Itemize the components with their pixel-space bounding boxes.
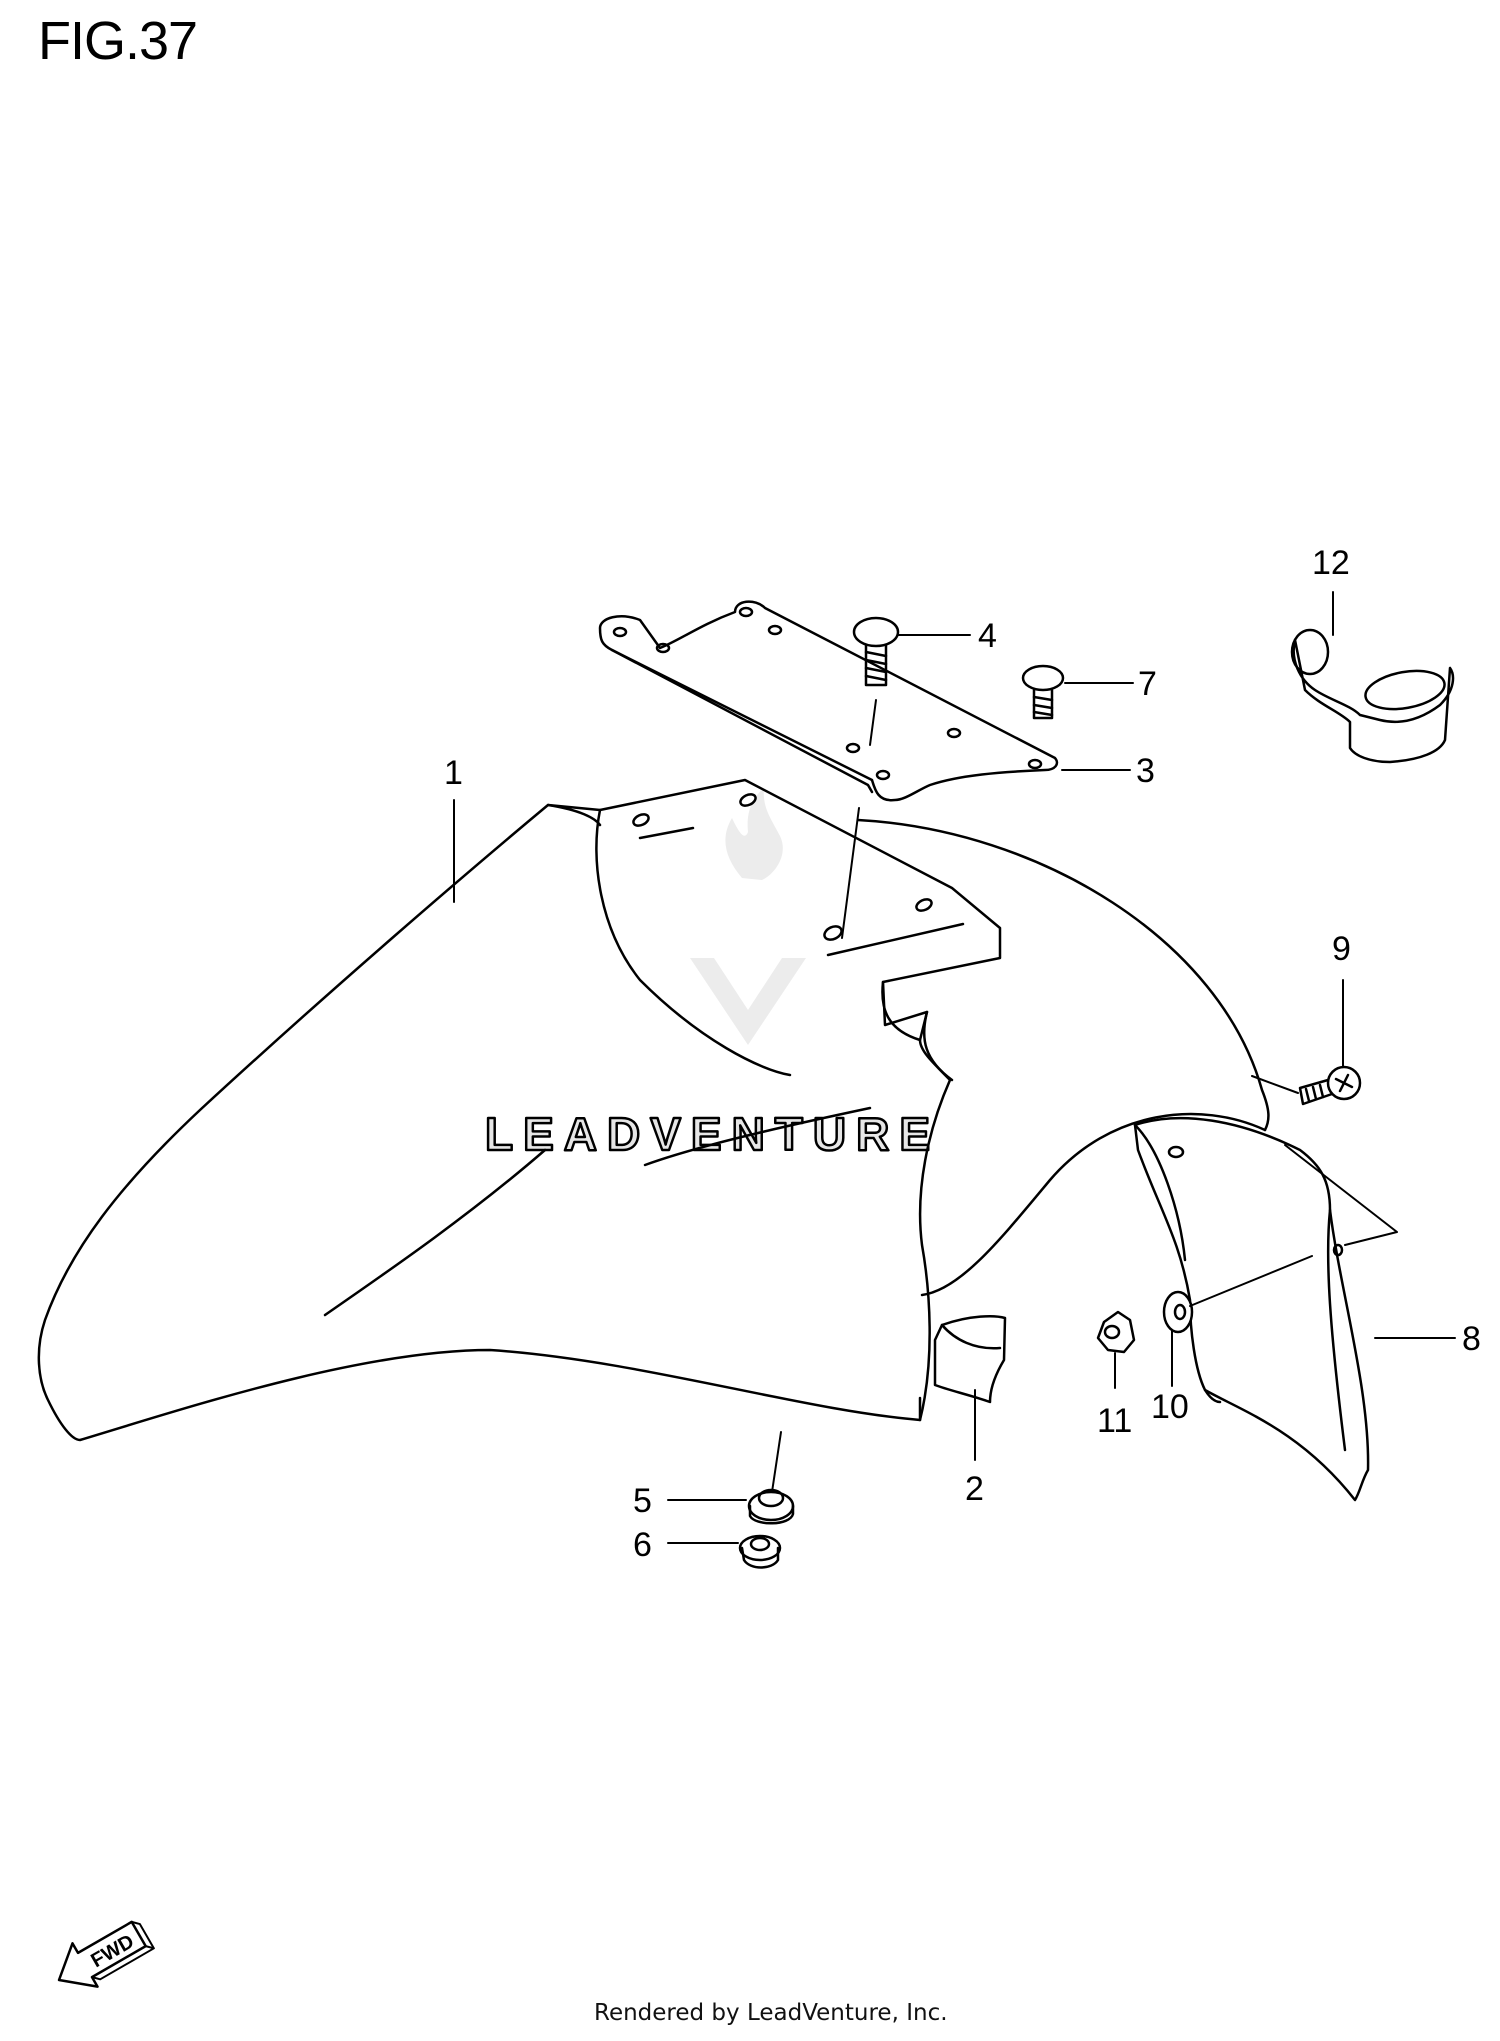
callout-5: 5 <box>633 1482 652 1520</box>
watermark-text: LEADVENTURE <box>485 1108 940 1160</box>
part-1-front-fender <box>37 778 1270 1442</box>
callout-1: 1 <box>444 754 463 792</box>
part-2-clip <box>933 1315 1007 1404</box>
part-7-screw <box>1021 664 1065 720</box>
callout-7: 7 <box>1138 665 1157 703</box>
leader-lines <box>453 591 1456 1544</box>
leader-3-axis <box>841 807 860 939</box>
leader-8-arrow <box>1284 1144 1398 1246</box>
watermark-flame-icon <box>725 788 783 880</box>
callout-2: 2 <box>965 1470 984 1508</box>
part-9-screw <box>1298 1065 1362 1106</box>
part-6-nut <box>738 1534 782 1569</box>
part-3-bracket-plate <box>598 600 1059 802</box>
callout-10: 10 <box>1151 1388 1189 1426</box>
watermark-v-icon <box>690 958 806 1045</box>
callout-4: 4 <box>978 617 997 655</box>
leader-9-axis <box>1251 1075 1299 1094</box>
leader-10-axis <box>1189 1255 1313 1307</box>
part-11-nut <box>1096 1310 1136 1354</box>
footer-credit: Rendered by LeadVenture, Inc. <box>594 2000 948 2026</box>
callout-8: 8 <box>1462 1320 1481 1358</box>
figure-title: FIG.37 <box>38 11 198 71</box>
callout-12: 12 <box>1312 544 1350 582</box>
leader-4-axis <box>869 699 877 746</box>
part-10-washer <box>1162 1290 1194 1334</box>
callout-9: 9 <box>1332 930 1351 968</box>
watermark: LEADVENTURE <box>484 788 940 1161</box>
callout-3: 3 <box>1136 752 1155 790</box>
callout-labels: 1 2 3 4 5 6 7 8 9 10 11 12 <box>444 544 1481 1564</box>
callout-6: 6 <box>633 1526 652 1564</box>
leader-5-axis <box>771 1431 782 1493</box>
part-12-grommet <box>1290 628 1455 764</box>
part-5-nut <box>747 1488 795 1525</box>
callout-11: 11 <box>1097 1402 1132 1440</box>
fwd-direction-badge: FWD <box>57 1920 155 1988</box>
fwd-arrow-icon <box>57 1920 147 1988</box>
part-4-bolt <box>852 616 900 687</box>
